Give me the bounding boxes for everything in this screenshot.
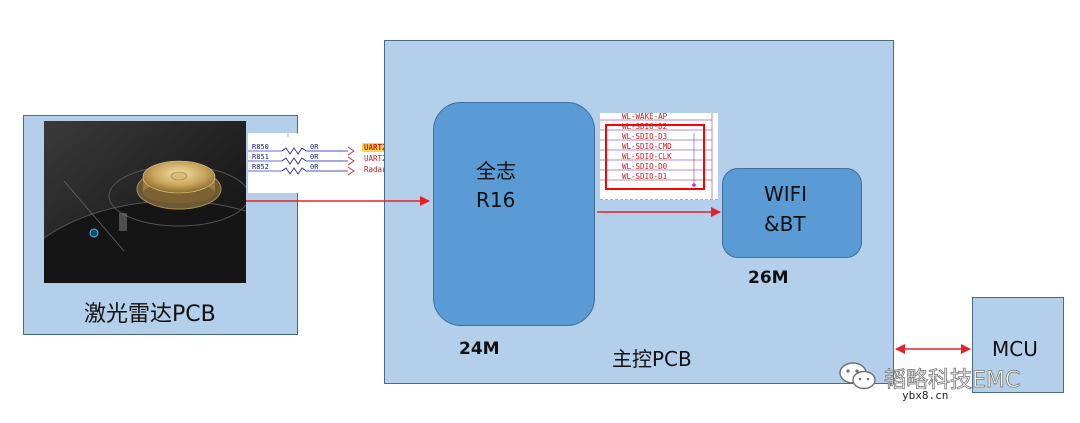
signal-label: UART2_TX [364, 154, 401, 163]
sdio-signal-label: WL-SDIO-CLK [622, 152, 672, 161]
signal-label: UART2_RX [364, 143, 401, 152]
watermark-url: ybx8.cn [902, 389, 949, 402]
mcu-label: MCU [992, 337, 1038, 361]
resistor-label: R852 [252, 163, 269, 171]
lidar-photo [44, 121, 246, 283]
sdio-schematic: WL-WAKE-AP WL-SDIO-D2 WL-SDIO-D3 WL-SDIO… [600, 112, 718, 200]
resistor-value: 0R [310, 153, 319, 161]
resistor-value: 0R [310, 163, 319, 171]
wechat-icon [838, 360, 878, 396]
resistor-value: 0R [310, 143, 319, 151]
sdio-signal-label: WL-SDIO-D3 [622, 132, 667, 141]
soc-crystal-freq: 24M [459, 339, 500, 359]
sdio-signal-label: WL-SDIO-CMD [622, 142, 672, 151]
sdio-signal-label: WL-WAKE-AP [622, 113, 668, 121]
wifi-crystal-freq: 26M [748, 268, 789, 288]
main-pcb-label: 主控PCB [612, 347, 692, 371]
soc-model: R16 [476, 188, 516, 212]
watermark-text: 韬略科技EMC [884, 368, 1021, 394]
wifi-label: WIFI [764, 182, 808, 206]
bt-label: &BT [764, 212, 806, 236]
mcu-box [972, 297, 1064, 393]
sdio-signal-label: WL-SDIO-D1 [622, 172, 667, 181]
resistor-label: R851 [252, 153, 269, 161]
sdio-signal-label: WL-SDIO-D0 [622, 162, 668, 171]
soc-block [433, 102, 595, 326]
sdio-signal-label: WL-SDIO-D2 [622, 122, 667, 131]
lidar-pcb-label: 激光雷达PCB [84, 302, 216, 327]
resistor-label: R850 [252, 143, 269, 151]
wifi-bt-block [722, 168, 862, 258]
soc-name: 全志 [476, 159, 516, 183]
